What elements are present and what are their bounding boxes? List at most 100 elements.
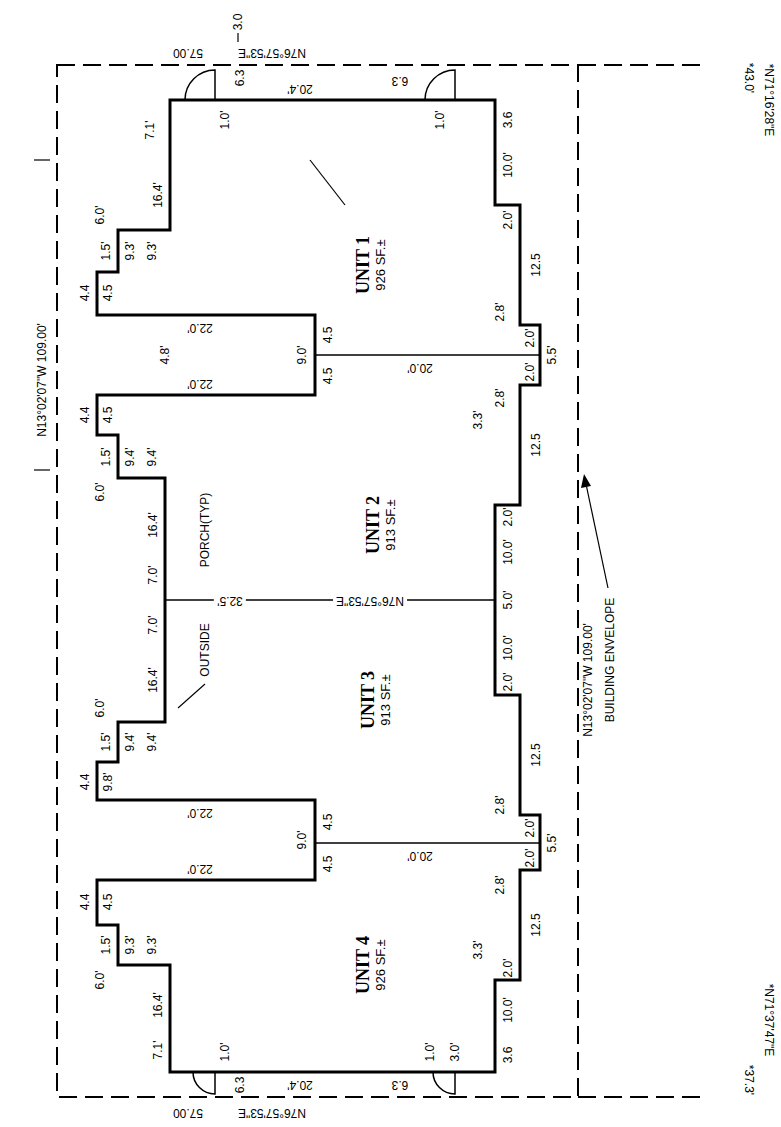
dimension-label: 2.0' <box>502 959 515 978</box>
dimension-label: 20.4' <box>287 82 313 95</box>
dimension-label: 12.5 <box>530 253 543 276</box>
dimension-label: N76°57'53"E <box>333 594 407 607</box>
dimension-label: 16.4' <box>152 182 165 208</box>
dimension-label: 2.8' <box>494 303 507 322</box>
dimension-label: 10.0' <box>502 152 515 178</box>
dimension-label: 20.4' <box>287 1078 313 1091</box>
dimension-label: 3.6 <box>502 1047 515 1064</box>
dimension-label: 6.0' <box>94 971 107 990</box>
dimension-tick <box>34 159 50 160</box>
door-swing <box>185 70 215 100</box>
dimension-label: 6.3 <box>392 1078 409 1091</box>
dimension-label: 4.5 <box>102 285 115 302</box>
unit-area: 926 SF.± <box>373 236 388 294</box>
dimension-label: N76°57'53"E <box>238 1106 306 1119</box>
dimension-label: 20.0' <box>407 361 433 374</box>
dimension-label: 16.4' <box>152 992 165 1018</box>
dimension-label: 7.0' <box>147 566 160 585</box>
dimension-label: 9.4' <box>124 733 137 752</box>
unit-area: 913 SF.± <box>383 496 398 554</box>
dimension-label: 2.0' <box>524 329 537 348</box>
dimension-label: 4.5 <box>322 856 335 873</box>
dimension-label: *37.3' <box>742 1065 755 1095</box>
dimension-label: 4.8' <box>159 346 172 365</box>
dimension-label: 4.4 <box>79 285 92 302</box>
dimension-label: 1.5' <box>100 936 113 955</box>
leader-line <box>310 160 345 205</box>
dimension-label: 2.0' <box>524 363 537 382</box>
dimension-label: 32.5' <box>214 594 246 607</box>
dimension-label: 2.8' <box>494 796 507 815</box>
dimension-label: 4.5 <box>102 894 115 911</box>
dimension-label: 9.8' <box>102 773 115 792</box>
dimension-label: 22.0' <box>187 321 213 334</box>
arrow-head <box>581 474 591 488</box>
dimension-label: 9.0' <box>296 831 309 850</box>
unit-area-label: UNIT 1926 SF.± <box>351 232 390 298</box>
dimension-label: 6.0' <box>94 206 107 225</box>
dimension-label: 10.0' <box>502 539 515 565</box>
door-swing <box>433 1072 455 1094</box>
dimension-label: BUILDING ENVELOPE <box>604 598 617 723</box>
dimension-label: 12.5 <box>530 913 543 936</box>
dimension-label: 4.4 <box>79 774 92 791</box>
dimension-label: 2.0' <box>502 508 515 527</box>
dimension-label: 3.6 <box>502 112 515 129</box>
dimension-label: 4.5 <box>102 407 115 424</box>
dimension-label: 1.0' <box>424 1043 437 1062</box>
dimension-label: 7.1' <box>144 121 157 140</box>
dimension-label: 4.4 <box>79 407 92 424</box>
unit-area-label: UNIT 3913 SF.± <box>356 667 395 733</box>
dimension-label: 10.0' <box>502 635 515 661</box>
dimension-label: 22.0' <box>187 862 213 875</box>
dimension-label: 6.3 <box>234 70 247 87</box>
dimension-label: 16.4' <box>147 667 160 693</box>
dimension-label: 6.3 <box>392 74 409 87</box>
dimension-label: 3.0 <box>232 14 245 31</box>
dimension-label: 1.5' <box>100 448 113 467</box>
unit-name: UNIT 3 <box>358 671 378 729</box>
dimension-label: 12.5 <box>530 743 543 766</box>
dimension-label: 2.8' <box>494 389 507 408</box>
building-envelope <box>57 65 578 1097</box>
door-swing <box>425 70 455 100</box>
dimension-label: 5.0' <box>502 591 515 610</box>
dimension-label: 2.0' <box>502 673 515 692</box>
dimension-label: 6.0' <box>94 699 107 718</box>
dimension-label: 2.0' <box>524 819 537 838</box>
dimension-label: PORCH(TYP) <box>199 493 212 568</box>
dimension-label: 4.5 <box>322 368 335 385</box>
dimension-label: 3.3' <box>472 411 485 430</box>
dimension-label: *43.0' <box>742 63 755 93</box>
unit-divider <box>315 354 540 356</box>
unit-divider <box>315 842 540 844</box>
unit-name: UNIT 4 <box>353 936 373 994</box>
dimension-label: 9.3' <box>124 242 137 261</box>
dimension-label: 9.3' <box>146 242 159 261</box>
dimension-label: 10.0' <box>502 997 515 1023</box>
dimension-label: 2.0' <box>524 849 537 868</box>
dimension-label: OUTSIDE <box>199 623 212 676</box>
dimension-label: 16.4' <box>147 512 160 538</box>
dimension-label: 3.0' <box>449 1043 462 1062</box>
dimension-label: 1.0' <box>219 1043 232 1062</box>
dimension-label: 5.5' <box>546 834 559 853</box>
dimension-label: N13°02'07"W 109.00' <box>582 623 595 737</box>
leader-arrow <box>586 484 608 588</box>
dimension-label: 1.5' <box>100 733 113 752</box>
dimension-label: 7.0' <box>147 616 160 635</box>
dimension-label: 57.00 <box>173 1106 203 1119</box>
leader-line <box>178 684 205 708</box>
unit-area: 913 SF.± <box>378 671 393 729</box>
unit-name: UNIT 1 <box>353 236 373 294</box>
unit-area-label: UNIT 4926 SF.± <box>351 932 390 998</box>
dimension-label: 20.0' <box>407 849 433 862</box>
dimension-label: *N71°37'47"E <box>762 984 775 1057</box>
dimension-label: N76°57'53"E <box>238 46 306 59</box>
dimension-label: 9.3' <box>146 936 159 955</box>
dimension-label: 9.4' <box>146 448 159 467</box>
dimension-label: 1.0' <box>219 111 232 130</box>
dimension-label: 4.4 <box>79 894 92 911</box>
